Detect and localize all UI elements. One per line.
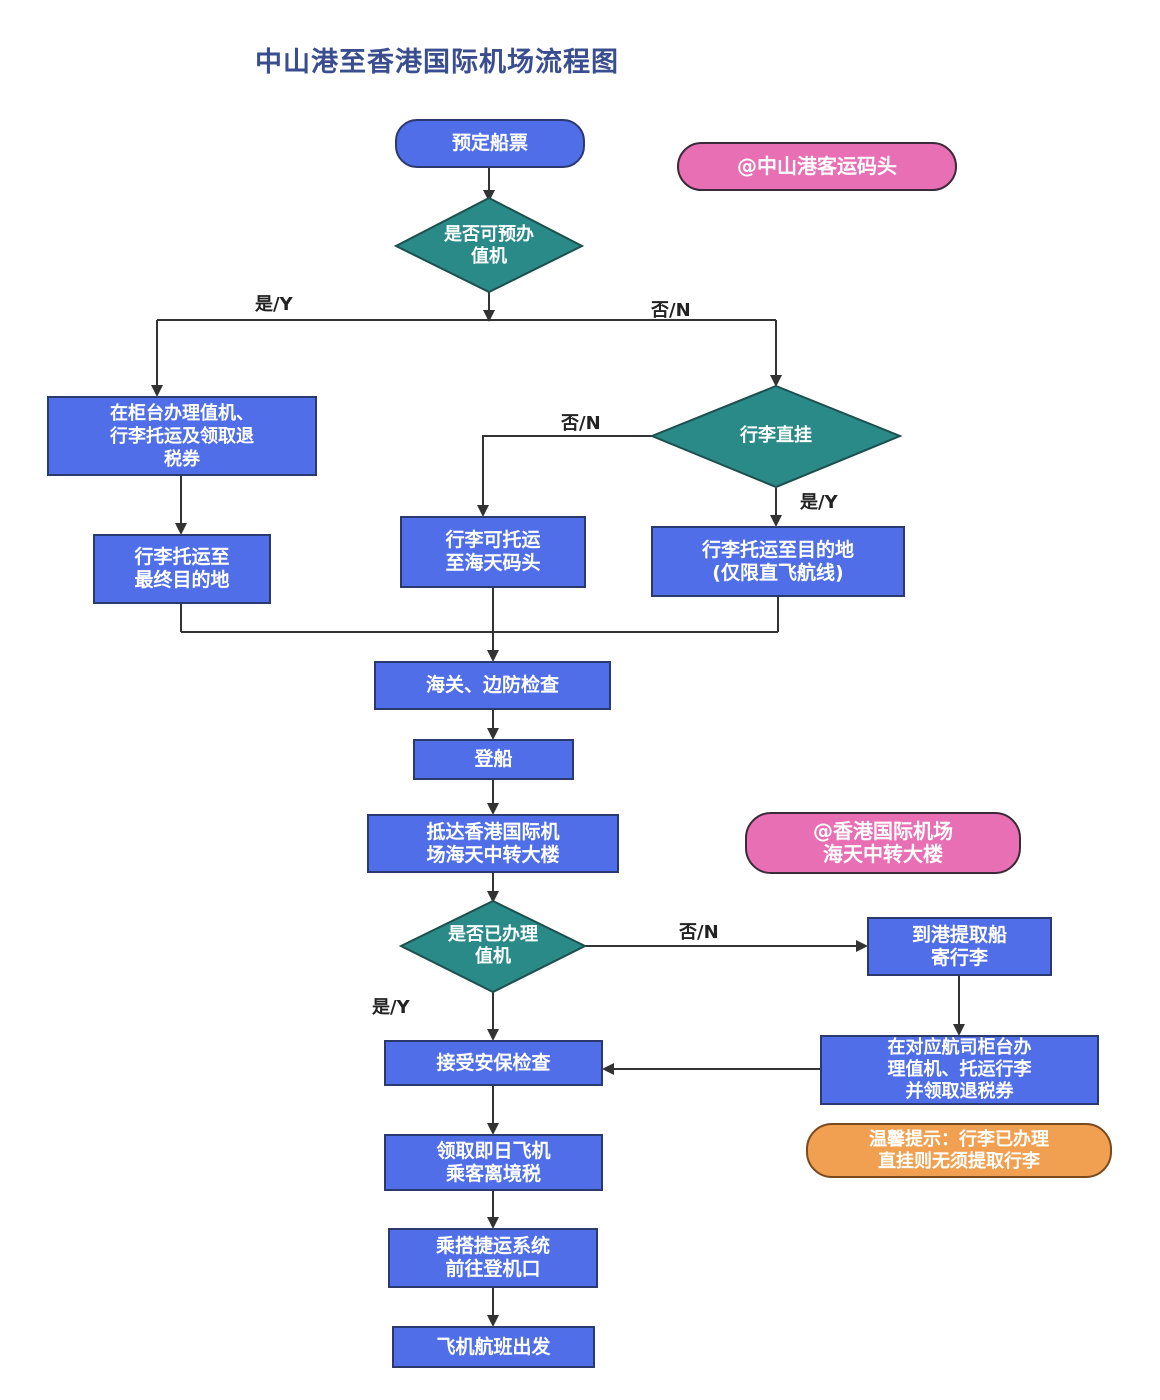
node-book-ticket: 预定船票 xyxy=(395,119,585,168)
node-baggage-final: 行李托运至 最终目的地 xyxy=(93,534,271,604)
diamond-checked-in xyxy=(398,899,588,994)
node-flight-departure: 飞机航班出发 xyxy=(392,1326,595,1368)
node-counter-checkin: 在柜台办理值机、 行李托运及领取退 税券 xyxy=(47,396,317,476)
node-customs: 海关、边防检查 xyxy=(374,661,611,710)
node-can-precheck: 是否可预办 值机 xyxy=(444,224,534,267)
node-baggage-skypier: 行李可托运 至海天码头 xyxy=(400,516,586,588)
node-apm-to-gate: 乘搭捷运系统 前往登机口 xyxy=(388,1228,598,1288)
connector-through-no xyxy=(477,435,652,517)
diamond-baggage-through xyxy=(649,384,903,489)
note-zhongshan-terminal: @中山港客运码头 xyxy=(677,142,957,191)
label-no-through: 否/N xyxy=(561,413,601,434)
node-arrive-skypier: 抵达香港国际机 场海天中转大楼 xyxy=(367,814,619,873)
node-security-check: 接受安保检查 xyxy=(384,1040,603,1086)
node-checked-in: 是否已办理 值机 xyxy=(448,924,538,967)
note-hkia-skypier: @香港国际机场 海天中转大楼 xyxy=(745,812,1021,874)
node-baggage-through: 行李直挂 xyxy=(740,425,812,446)
node-pickup-baggage: 到港提取船 寄行李 xyxy=(867,917,1052,976)
label-no-precheck: 否/N xyxy=(651,300,691,321)
page-title: 中山港至香港国际机场流程图 xyxy=(255,47,619,78)
label-yes-precheck: 是/Y xyxy=(255,294,293,315)
node-departure-tax: 领取即日飞机 乘客离境税 xyxy=(384,1134,603,1191)
label-yes-checked: 是/Y xyxy=(372,997,410,1018)
label-yes-through: 是/Y xyxy=(800,492,838,513)
node-airline-counter: 在对应航司柜台办 理值机、托运行李 并领取退税券 xyxy=(820,1035,1099,1105)
note-warm-tip: 温馨提示：行李已办理 直挂则无须提取行李 xyxy=(806,1123,1112,1178)
node-board-ship: 登船 xyxy=(413,739,574,780)
diamond-can-precheck xyxy=(393,196,585,294)
node-baggage-direct: 行李托运至目的地 (仅限直飞航线) xyxy=(651,526,905,597)
label-no-checked: 否/N xyxy=(679,922,719,943)
